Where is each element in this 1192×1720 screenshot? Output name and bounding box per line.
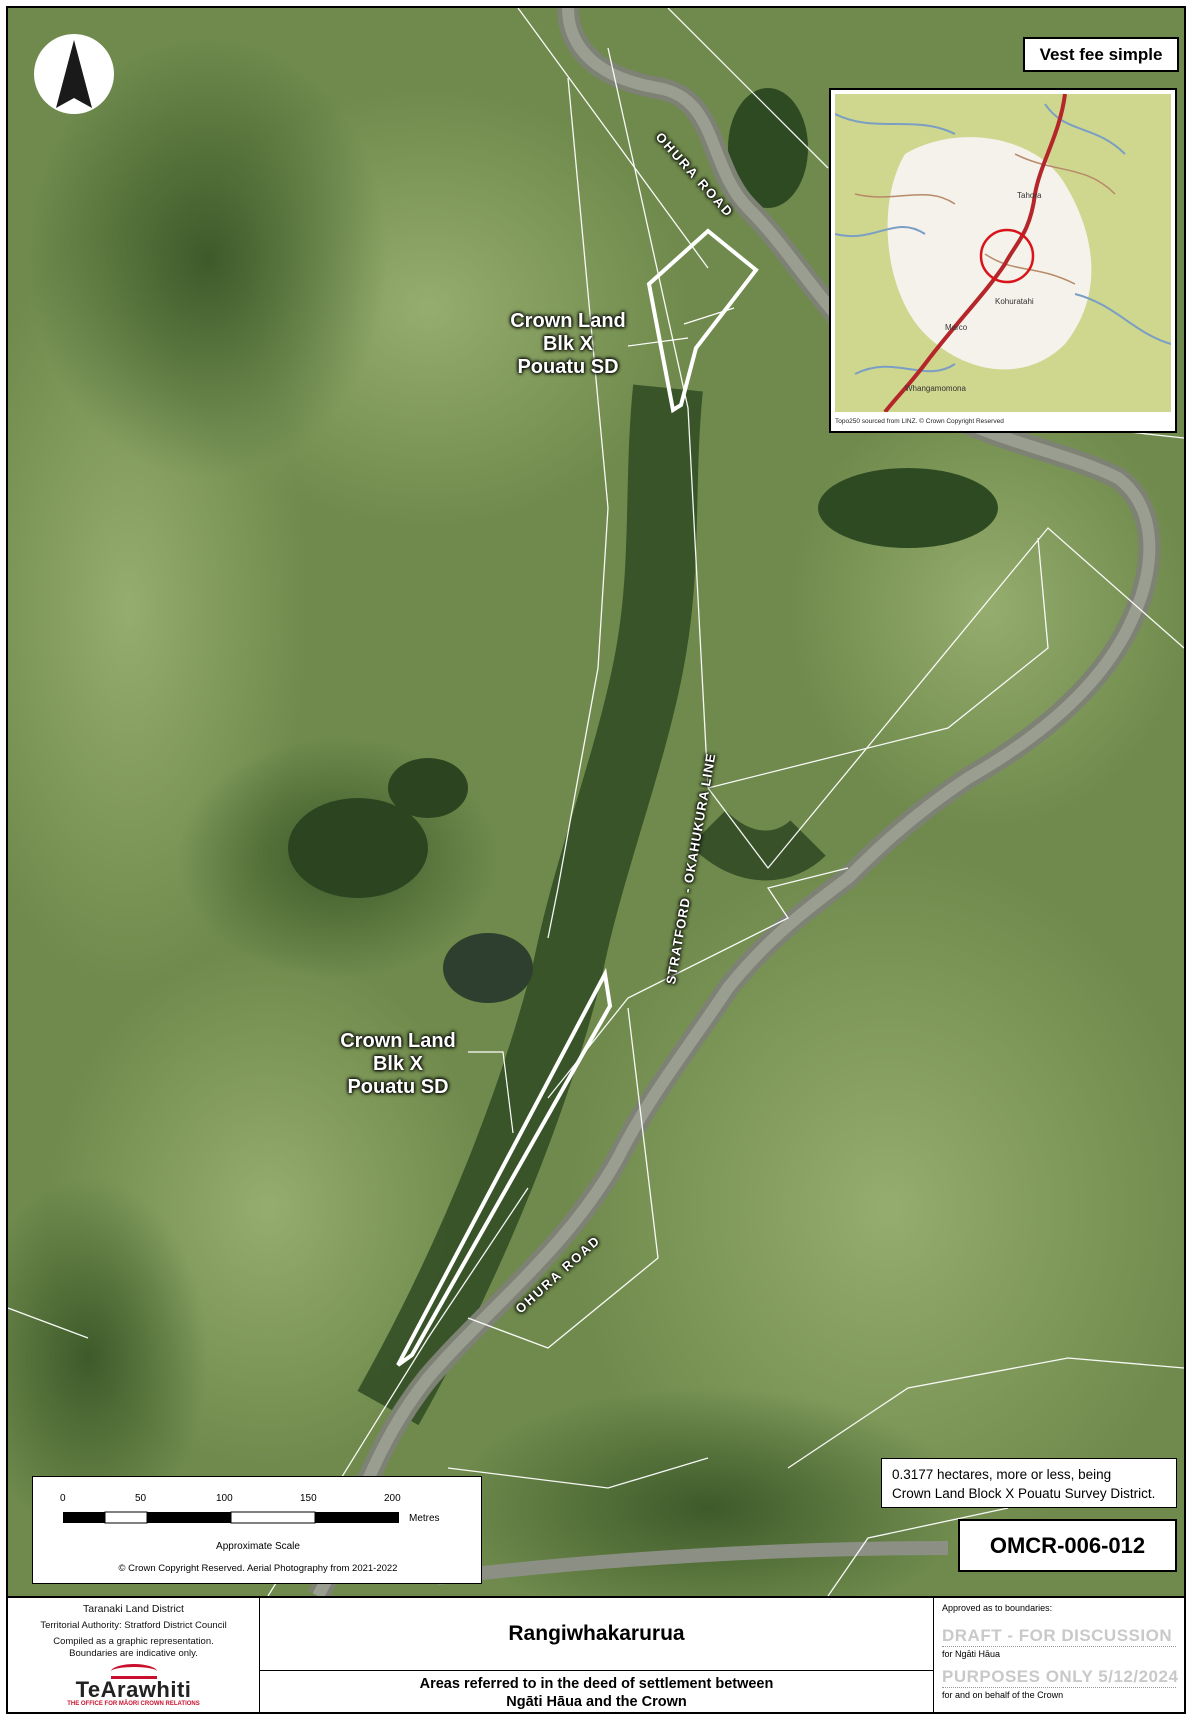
land-district: Taranaki Land District — [83, 1603, 184, 1615]
inset-map-credit: Topo250 sourced from LINZ. © Crown Copyr… — [835, 418, 1004, 425]
title-block: Taranaki Land District Territorial Autho… — [8, 1596, 1184, 1712]
parcel-label-south: Crown Land Blk X Pouatu SD — [340, 1030, 456, 1098]
boundaries-note: Boundaries are indicative only. — [69, 1647, 198, 1659]
approval-block: Approved as to boundaries: DRAFT - FOR D… — [934, 1598, 1184, 1712]
map-id-text: OMCR-006-012 — [989, 1533, 1146, 1558]
map-subtitle: Areas referred to in the deed of settlem… — [260, 1671, 933, 1711]
compiled-note: Compiled as a graphic representation. — [53, 1636, 214, 1647]
approval-party-2: for and on behalf of the Crown — [942, 1690, 1064, 1700]
inset-map-drawing: Tahora Kohuratahi Marco Whangamomona — [834, 93, 1172, 414]
area-note-line-1: 0.3177 hectares, more or less, being — [892, 1467, 1112, 1482]
inset-place-kohuratahi: Kohuratahi — [995, 297, 1034, 306]
approval-heading: Approved as to boundaries: — [942, 1603, 1053, 1613]
scale-unit: Metres — [409, 1513, 440, 1524]
area-note: 0.3177 hectares, more or less, being Cro… — [881, 1458, 1177, 1508]
scale-bar: 0 50 100 150 200 Metres Approximate Scal… — [32, 1476, 482, 1584]
logo-mark-icon — [110, 1663, 157, 1679]
parcel-label-north: Crown Land Blk X Pouatu SD — [510, 310, 626, 378]
scale-bar-graphic — [63, 1511, 399, 1524]
subtitle-line-2: Ngāti Hāua and the Crown — [506, 1694, 687, 1710]
territorial-authority: Territorial Authority: Stratford Distric… — [40, 1620, 227, 1632]
scale-tick-150: 150 — [300, 1493, 317, 1504]
map-title: Rangiwhakarurua — [260, 1598, 933, 1671]
title-block-left: Taranaki Land District Territorial Autho… — [8, 1598, 260, 1712]
scale-tick-0: 0 — [60, 1493, 66, 1504]
scale-copyright: © Crown Copyright Reserved. Aerial Photo… — [118, 1563, 398, 1574]
subtitle-line-1: Areas referred to in the deed of settlem… — [419, 1676, 774, 1692]
draft-watermark-2: PURPOSES ONLY 5/12/2024 — [942, 1667, 1179, 1688]
scale-tick-50: 50 — [135, 1493, 147, 1504]
legend-title: Vest fee simple — [1023, 37, 1179, 72]
logo-subtitle: THE OFFICE FOR MĀORI CROWN RELATIONS — [67, 1700, 200, 1707]
inset-place-tahora: Tahora — [1017, 191, 1042, 200]
inset-map: Tahora Kohuratahi Marco Whangamomona Top… — [829, 88, 1177, 433]
draft-watermark-1: DRAFT - FOR DISCUSSION — [942, 1626, 1176, 1647]
legend-title-text: Vest fee simple — [1039, 45, 1163, 64]
scale-caption: Approximate Scale — [216, 1541, 300, 1552]
logo-text: TeArawhiti — [75, 1676, 192, 1702]
map-sheet: Crown Land Blk X Pouatu SD Crown Land Bl… — [6, 6, 1186, 1714]
map-id: OMCR-006-012 — [958, 1519, 1177, 1572]
scale-tick-200: 200 — [384, 1493, 401, 1504]
approval-party-1: for Ngāti Hāua — [942, 1649, 1001, 1659]
te-arawhiti-logo: TeArawhiti THE OFFICE FOR MĀORI CROWN RE… — [8, 1663, 259, 1707]
map-title-text: Rangiwhakarurua — [508, 1622, 685, 1645]
inset-place-marco: Marco — [945, 323, 968, 332]
title-block-centre: Rangiwhakarurua Areas referred to in the… — [260, 1598, 934, 1712]
scale-tick-100: 100 — [216, 1493, 233, 1504]
area-note-line-2: Crown Land Block X Pouatu Survey Distric… — [892, 1486, 1156, 1501]
inset-place-whangamomona: Whangamomona — [905, 384, 966, 393]
